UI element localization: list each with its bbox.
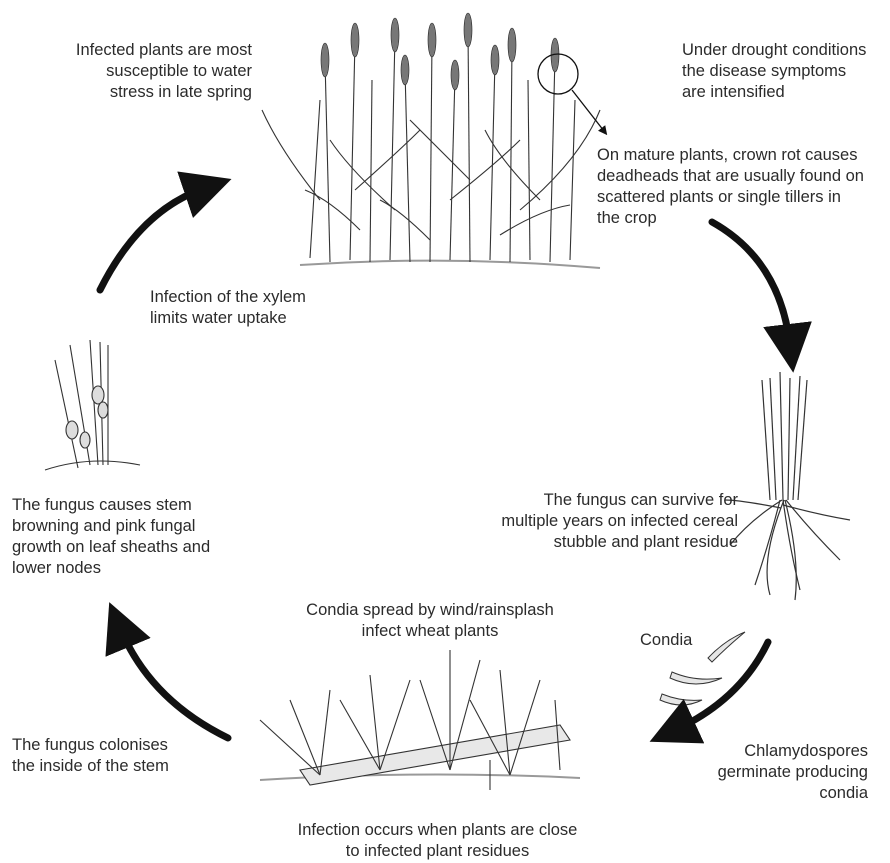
label-conidia-spread: Condia spread by wind/rainsplash infect … <box>270 600 590 642</box>
wheat-crop-illustration <box>262 30 600 268</box>
label-mature-plants: On mature plants, crown rot causes deadh… <box>597 145 864 229</box>
label-survive: The fungus can survive for multiple year… <box>501 490 738 553</box>
label-chlamydospores: Chlamydospores germinate producing condi… <box>718 741 868 804</box>
label-colonises: The fungus colonises the inside of the s… <box>12 735 169 777</box>
label-conidia: Condia <box>640 630 692 651</box>
cycle-arrows <box>100 188 790 738</box>
label-late-spring: Infected plants are most susceptible to … <box>76 40 252 103</box>
magnifier-icon <box>538 54 604 131</box>
arrow-xylem-to-crop <box>100 188 205 290</box>
infected-stubble-illustration <box>725 372 850 600</box>
wheat-heads <box>321 13 559 90</box>
label-infection-occurs: Infection occurs when plants are close t… <box>260 820 615 862</box>
infected-stem-illustration <box>45 340 140 470</box>
label-drought: Under drought conditions the disease sym… <box>682 40 866 103</box>
arrow-crop-to-stubble <box>712 222 790 345</box>
label-stem-browning: The fungus causes stem browning and pink… <box>12 495 210 579</box>
arrow-stubble-to-seedlings <box>675 642 768 730</box>
label-xylem: Infection of the xylem limits water upta… <box>150 287 306 329</box>
arrow-seedlings-to-stem <box>120 628 228 738</box>
seedlings-residue-illustration <box>260 650 580 790</box>
